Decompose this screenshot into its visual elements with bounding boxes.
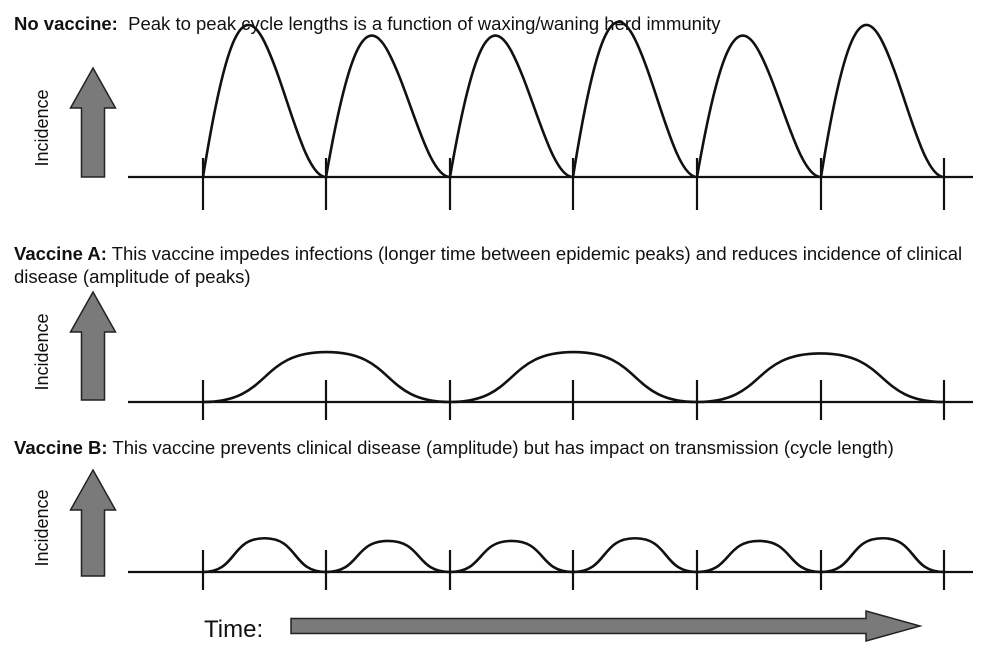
panel-caption-no-vaccine: No vaccine: Peak to peak cycle lengths i… xyxy=(14,12,984,35)
incidence-up-arrow-icon xyxy=(69,468,117,577)
panel-title: No vaccine: xyxy=(14,13,118,34)
incidence-curve xyxy=(449,350,698,404)
incidence-curve xyxy=(695,34,822,179)
incidence-curve xyxy=(201,23,327,179)
y-axis-label: Incidence xyxy=(32,489,52,566)
incidence-curve xyxy=(820,536,945,574)
incidence-curve xyxy=(572,536,698,574)
incidence-curve xyxy=(696,539,822,574)
panel-caption-vaccine-b: Vaccine B: This vaccine prevents clinica… xyxy=(14,436,994,459)
panel-description: This vaccine prevents clinical disease (… xyxy=(112,437,894,458)
panel-title: Vaccine A: xyxy=(14,243,107,264)
incidence-curve xyxy=(324,34,451,179)
time-label: Time: xyxy=(204,616,263,643)
incidence-curve xyxy=(696,352,945,404)
incidence-up-arrow-icon xyxy=(69,290,117,401)
incidence-curve xyxy=(819,23,945,179)
incidence-curve xyxy=(448,34,574,179)
incidence-curve xyxy=(325,539,451,574)
incidence-curve xyxy=(571,20,698,179)
incidence-curve xyxy=(202,536,327,574)
time-arrow-icon xyxy=(290,610,923,642)
incidence-curve xyxy=(449,539,574,574)
panel-description: Peak to peak cycle lengths is a function… xyxy=(128,13,721,34)
incidence-curve xyxy=(202,350,451,404)
y-axis-label: Incidence xyxy=(32,313,52,390)
y-axis-label: Incidence xyxy=(32,89,52,166)
incidence-up-arrow-icon xyxy=(69,66,117,178)
panel-description: This vaccine impedes infections (longer … xyxy=(14,243,963,287)
panel-title: Vaccine B: xyxy=(14,437,108,458)
panel-caption-vaccine-a: Vaccine A: This vaccine impedes infectio… xyxy=(14,242,984,288)
